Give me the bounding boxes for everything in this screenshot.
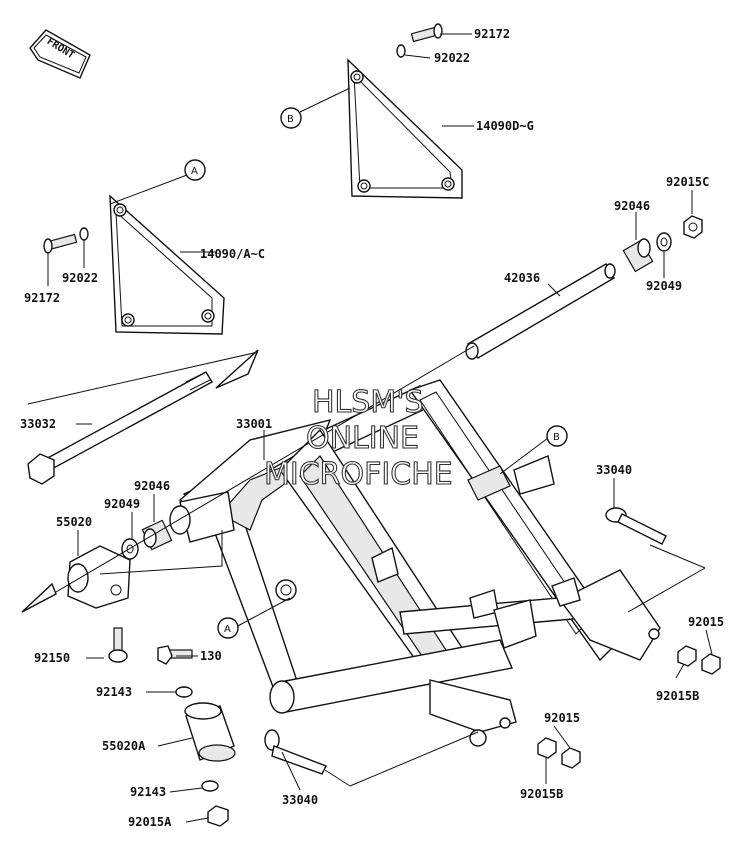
label-92015-right: 92015: [688, 615, 724, 629]
clamp-55020-icon: [67, 545, 131, 609]
label-92015-bottom: 92015: [544, 711, 580, 725]
callout-a-top: A: [184, 159, 206, 181]
bolt-92172-top-icon: [410, 23, 443, 43]
washer-92022-top-icon: [396, 44, 406, 58]
label-92046-left: 92046: [134, 479, 170, 493]
nut-92015-right-icon: [701, 653, 721, 675]
label-33032: 33032: [20, 417, 56, 431]
label-92172-left: 92172: [24, 291, 60, 305]
svg-text:A: A: [224, 624, 231, 635]
label-92015b-bottom: 92015B: [520, 787, 563, 801]
cap-92143-top-icon: [175, 686, 193, 698]
label-92015b-right: 92015B: [656, 689, 699, 703]
washer-92049-right-icon: [656, 232, 672, 252]
axis-line: [21, 345, 475, 613]
label-92172-top: 92172: [474, 27, 510, 41]
label-92015a: 92015A: [128, 815, 172, 829]
label-33001: 33001: [236, 417, 272, 431]
pivot-bolt-33032-icon: [27, 351, 259, 485]
washer-92022-left-icon: [79, 227, 89, 241]
bracket-14090ac-icon: [109, 194, 225, 335]
axis-arrow-icon: [21, 582, 57, 613]
label-14090ac: 14090/A~C: [200, 247, 265, 261]
bushing-55020a-icon: [184, 702, 236, 762]
label-33040-bottom: 33040: [282, 793, 318, 807]
nut-92015a-icon: [207, 805, 229, 827]
label-55020a: 55020A: [102, 739, 146, 753]
label-33040-right: 33040: [596, 463, 632, 477]
callout-a-left: A: [217, 617, 239, 639]
svg-text:A: A: [191, 166, 198, 177]
label-92150: 92150: [34, 651, 70, 665]
swingarm-33001-icon: [169, 379, 661, 747]
label-55020: 55020: [56, 515, 92, 529]
label-92022-left: 92022: [62, 271, 98, 285]
label-92143-bottom: 92143: [130, 785, 166, 799]
nut-92015b-bottom-icon: [537, 737, 557, 759]
label-92046-right: 92046: [614, 199, 650, 213]
bolt-130-icon: [157, 645, 193, 665]
bearing-92046-right-icon: [622, 238, 654, 273]
sleeve-42036-icon: [465, 263, 616, 360]
bolt-92150-icon: [108, 627, 128, 663]
nut-92015c-icon: [683, 215, 703, 239]
callout-b-right: B: [546, 425, 568, 447]
nut-92015b-right-icon: [677, 645, 697, 667]
adjuster-33040-bottom-icon: [264, 729, 327, 775]
svg-text:B: B: [553, 432, 560, 443]
adjuster-33040-right-icon: [605, 507, 667, 545]
callout-b-top: B: [280, 107, 302, 129]
label-14090dg: 14090D~G: [476, 119, 534, 133]
svg-text:B: B: [287, 114, 294, 125]
label-92143-top: 92143: [96, 685, 132, 699]
bolt-92172-left-icon: [43, 233, 78, 254]
label-130: 130: [200, 649, 222, 663]
watermark-line-3: MICROFICHE: [264, 457, 453, 492]
axis-arrow-top-icon: [215, 349, 259, 389]
label-92049-right: 92049: [646, 279, 682, 293]
watermark-line-1: HLSM'S: [312, 385, 424, 420]
leader-lines: [47, 33, 713, 823]
pivot-guide: [99, 530, 223, 575]
label-92022-top: 92022: [434, 51, 470, 65]
label-42036: 42036: [504, 271, 540, 285]
bearing-92046-left-icon: [141, 519, 173, 551]
watermark: HLSM'S ONLINE MICROFICHE: [263, 384, 453, 492]
bracket-14090dg-icon: [347, 58, 463, 199]
label-92015c: 92015C: [666, 175, 709, 189]
front-arrow-icon: FRONT: [29, 29, 91, 79]
nut-92015-bottom-icon: [561, 747, 581, 769]
cap-92143-bottom-icon: [201, 780, 219, 792]
watermark-line-2: ONLINE: [306, 421, 419, 456]
label-92049-left: 92049: [104, 497, 140, 511]
